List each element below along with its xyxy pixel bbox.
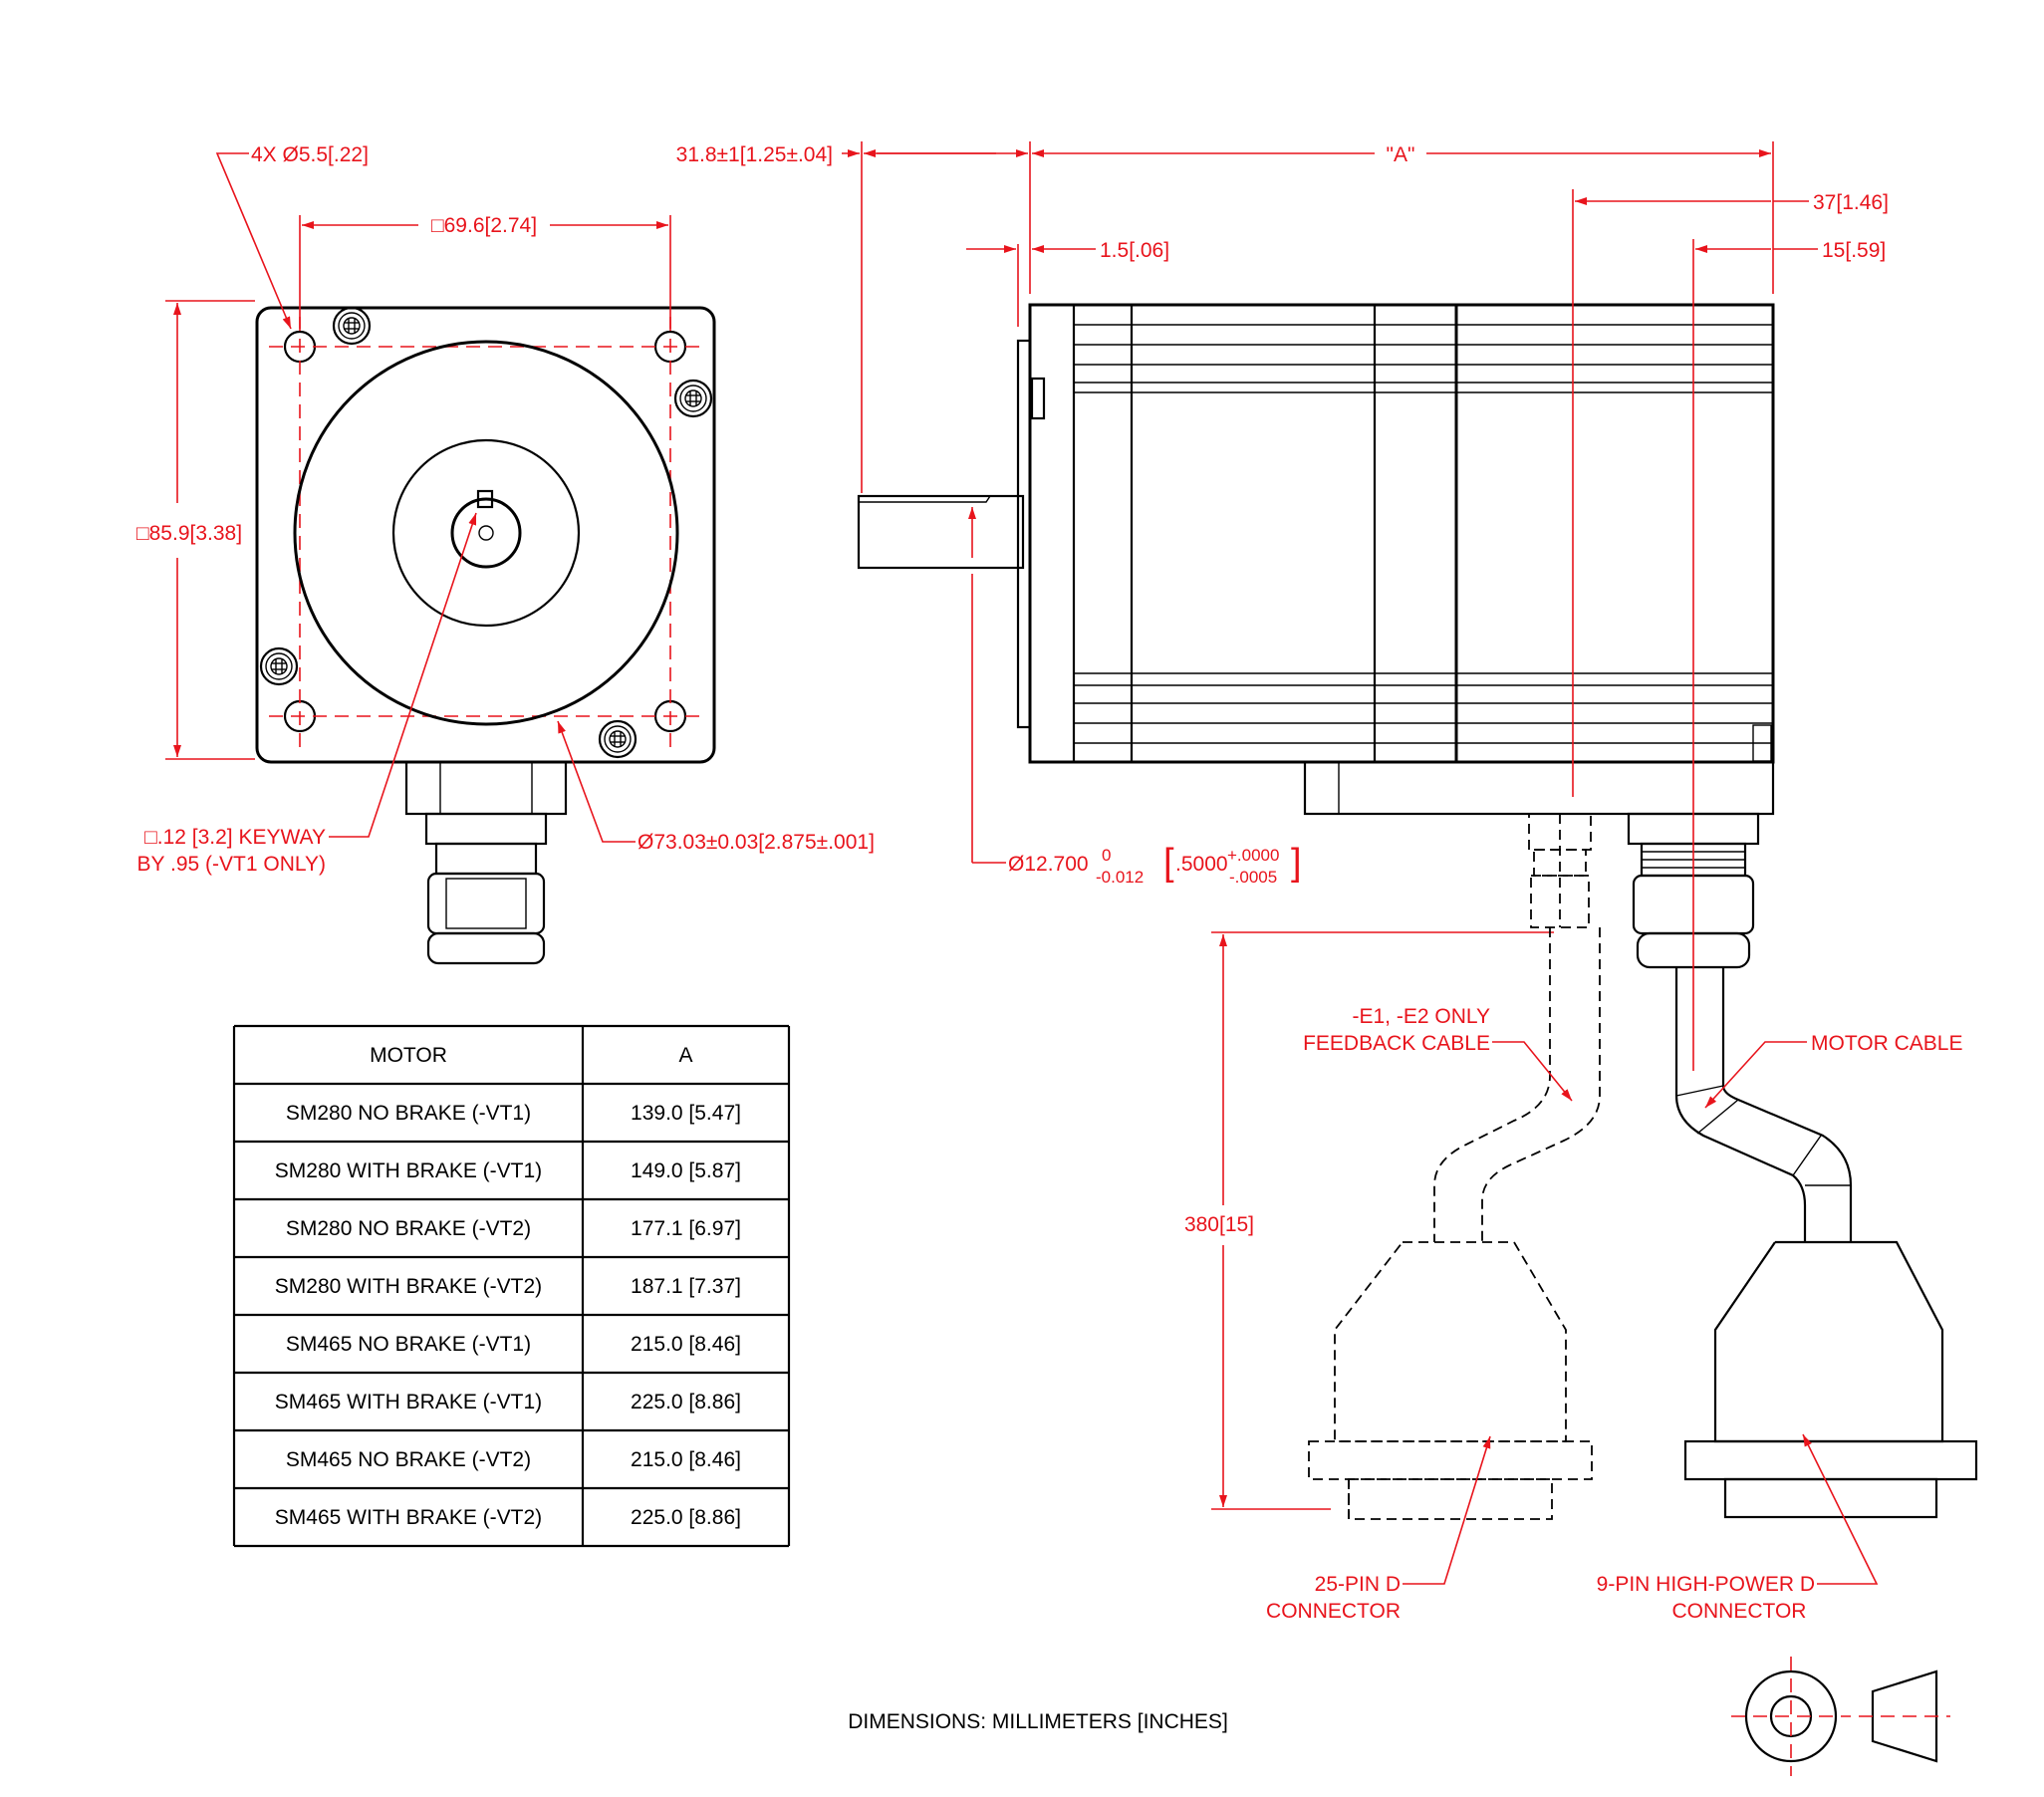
table-cell-motor: SM280 NO BRAKE (-VT1): [286, 1102, 531, 1125]
feedback-cable-label-line2: FEEDBACK CABLE: [1303, 1032, 1490, 1055]
keyway-label-line2: BY .95 (-VT1 ONLY): [137, 853, 326, 876]
connector25-label-line1: 25-PIN D: [1315, 1573, 1401, 1596]
table-cell-motor: SM465 NO BRAKE (-VT2): [286, 1448, 531, 1471]
motor-cable-label: MOTOR CABLE: [1811, 1032, 1962, 1055]
callouts: -E1, -E2 ONLY FEEDBACK CABLE MOTOR CABLE…: [1266, 1005, 1962, 1623]
pilot-dia-label: Ø73.03±0.03[2.875±.001]: [638, 831, 875, 854]
side-view-dimensions: 31.8±1[1.25±.04] "A" 1.5[.06] 37[1.46] 1…: [676, 141, 1889, 1510]
shaft-in-upper: +.0000: [1227, 846, 1279, 865]
shaft-dia-label: Ø12.700: [1008, 853, 1089, 876]
table-cell-motor: SM280 WITH BRAKE (-VT1): [275, 1159, 542, 1182]
connector9-label-line2: CONNECTOR: [1672, 1600, 1807, 1623]
flange-thickness-label: 1.5[.06]: [1100, 239, 1169, 262]
table-header-motor: MOTOR: [370, 1044, 447, 1067]
shaft-tol-lower: -0.012: [1096, 868, 1144, 887]
shaft-in-bracket-close: ]: [1291, 842, 1302, 884]
table-cell-motor: SM280 NO BRAKE (-VT2): [286, 1217, 531, 1240]
units-note: DIMENSIONS: MILLIMETERS [INCHES]: [848, 1710, 1228, 1733]
body-square-label: □85.9[3.38]: [136, 522, 242, 545]
table-cell-a: 149.0 [5.87]: [631, 1159, 741, 1182]
side-view: [857, 303, 1775, 969]
keyway-label-line1: □.12 [3.2] KEYWAY: [144, 826, 326, 849]
feedback-offset-label: 37[1.46]: [1813, 191, 1889, 214]
table-cell-motor: SM465 WITH BRAKE (-VT2): [275, 1506, 542, 1529]
cables-and-connectors: [1308, 927, 1978, 1520]
shaft-tol-upper: 0: [1102, 846, 1111, 865]
table-cell-motor: SM280 WITH BRAKE (-VT2): [275, 1275, 542, 1298]
hole-dim-label: 4X Ø5.5[.22]: [251, 143, 369, 166]
cable-length-label: 380[15]: [1184, 1213, 1254, 1236]
table-cell-a: 225.0 [8.86]: [631, 1506, 741, 1529]
front-view: [255, 306, 716, 965]
overall-length-label: "A": [1387, 143, 1415, 166]
connector9-label-line1: 9-PIN HIGH-POWER D: [1597, 1573, 1815, 1596]
table-cell-motor: SM465 WITH BRAKE (-VT1): [275, 1391, 542, 1413]
table-cell-a: 215.0 [8.46]: [631, 1448, 741, 1471]
front-view-dimensions: 4X Ø5.5[.22] □69.6[2.74] □85.9[3.38] □.1…: [136, 143, 875, 876]
motor-cable-offset-label: 15[.59]: [1822, 239, 1886, 262]
shaft-in-label: .5000: [1175, 853, 1228, 876]
connector25-label-line2: CONNECTOR: [1266, 1600, 1401, 1623]
bolt-square-label: □69.6[2.74]: [431, 214, 537, 237]
shaft-in-bracket-open: [: [1163, 842, 1174, 884]
table-cell-a: 225.0 [8.86]: [631, 1391, 741, 1413]
motor-length-table: MOTOR A SM280 NO BRAKE (-VT1) 139.0 [5.47] S…: [232, 1024, 791, 1548]
projection-symbol-icon: [1731, 1657, 1950, 1776]
table-cell-motor: SM465 NO BRAKE (-VT1): [286, 1333, 531, 1356]
feedback-cable-label-line1: -E1, -E2 ONLY: [1353, 1005, 1491, 1028]
shaft-in-lower: -.0005: [1229, 868, 1277, 887]
table-cell-a: 187.1 [7.37]: [631, 1275, 741, 1298]
table-cell-a: 139.0 [5.47]: [631, 1102, 741, 1125]
shaft-length-label: 31.8±1[1.25±.04]: [676, 143, 833, 166]
table-cell-a: 177.1 [6.97]: [631, 1217, 741, 1240]
table-cell-a: 215.0 [8.46]: [631, 1333, 741, 1356]
table-header-a: A: [678, 1044, 692, 1067]
